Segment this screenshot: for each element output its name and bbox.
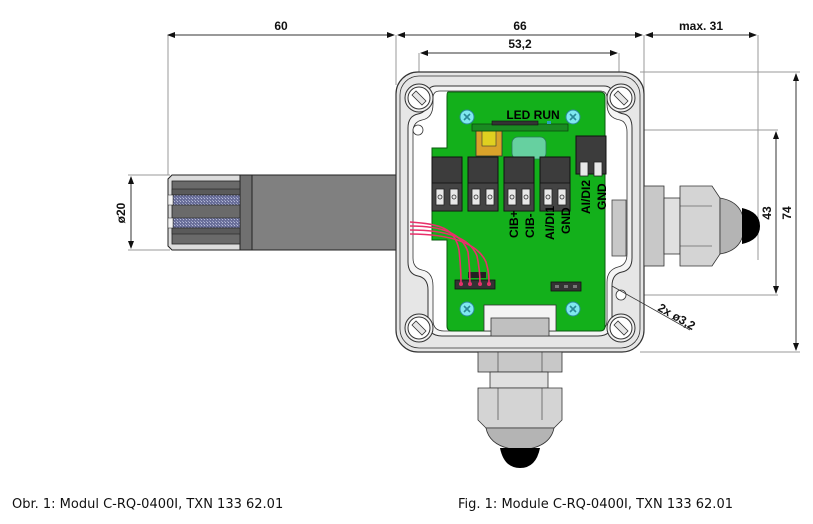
led-board	[471, 120, 569, 160]
mounting-holes-label: 2x ø3,2	[656, 300, 699, 333]
terminal-block-1	[431, 156, 463, 212]
dim-max31-label: max. 31	[679, 19, 723, 33]
terminal-label-ai-di2: AI/DI2	[579, 180, 593, 214]
mounting-hole	[412, 124, 424, 136]
cable-gland-right	[643, 185, 760, 267]
terminal-label-gnd-2: GND	[595, 183, 609, 210]
sensor-filter-mesh	[172, 194, 241, 206]
dim-66-label: 66	[513, 19, 527, 33]
technical-drawing: 60 66 53,2 max. 31 ø20 43 74	[114, 19, 800, 468]
terminal-label-cib-plus: CIB+	[507, 210, 521, 238]
led-run-label: LED RUN	[506, 108, 559, 122]
cable-gland-bottom	[477, 351, 563, 468]
terminal-label-ai-di1: AI/DI1	[543, 206, 557, 240]
terminal-block-4	[539, 156, 571, 212]
sensor-connector	[454, 272, 496, 290]
dim-74-label: 74	[780, 206, 794, 220]
dim-60-label: 60	[274, 19, 288, 33]
terminal-block-2	[467, 156, 499, 212]
sensor-probe	[167, 174, 399, 251]
dimension-probe-length: 60	[167, 19, 397, 175]
terminal-block-5	[575, 135, 607, 177]
terminal-label-gnd-1: GND	[559, 207, 573, 234]
terminal-label-cib-minus: CIB-	[523, 213, 537, 238]
jumper-header	[550, 281, 582, 292]
sensor-wires	[409, 221, 490, 285]
dimension-probe-diameter: ø20	[114, 174, 170, 251]
dim-53-2-label: 53,2	[508, 37, 532, 51]
caption-czech: Obr. 1: Modul C-RQ-0400I, TXN 133 62.01	[12, 497, 284, 512]
caption-english: Fig. 1: Module C-RQ-0400I, TXN 133 62.01	[458, 497, 733, 512]
terminal-block-3	[503, 156, 535, 212]
dim-43-label: 43	[760, 206, 774, 220]
dim-o20-label: ø20	[114, 202, 128, 223]
dimension-housing-height: 74	[640, 71, 800, 353]
pcb: LED RUN CIB+ CIB- AI/DI1 GND AI/DI2 GND	[409, 91, 609, 337]
